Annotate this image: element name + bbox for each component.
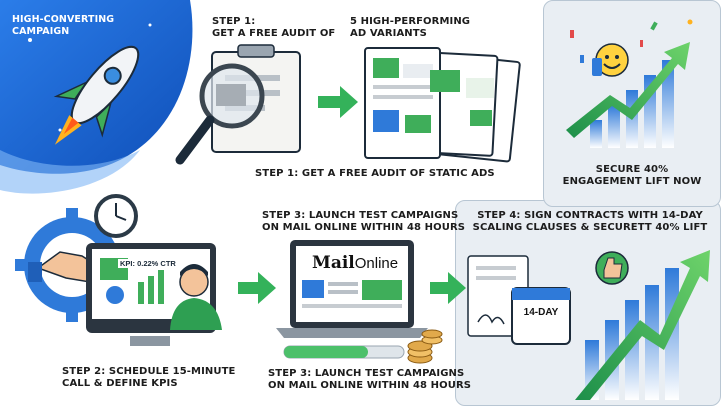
large-growth-arrow — [575, 250, 710, 400]
thumbs-up-icon — [592, 43, 629, 77]
variants-heading-line2: AD VARIANTS — [350, 28, 427, 39]
step2-heading-line2: CALL & DEFINE KPIs — [62, 378, 178, 389]
person-icon — [170, 264, 222, 330]
variants-heading: 5 HIGH-PERFORMING AD VARIANTS — [350, 16, 470, 40]
calendar-icon — [511, 287, 571, 345]
thumbs-up-icon-2 — [595, 251, 629, 285]
engagement-line1: SECURE 40% — [595, 164, 669, 175]
calendar-label: 14-DAY — [523, 307, 559, 318]
step3-heading-line2: ON MAIL ONLINE WITHIN 48 HOURS — [262, 222, 466, 233]
step1-heading-line1: STEP 1: — [212, 16, 256, 27]
step3-caption: STEP 3: LAUNCH TEST CAMPAIGNS ON MAIL ON… — [268, 368, 471, 392]
step2-heading-line1: STEP 2: SCHEDULE 15-MINUTE — [62, 366, 236, 377]
confetti — [570, 19, 693, 63]
mail-logo-bold: Mail — [312, 253, 355, 273]
clock-icon — [94, 194, 138, 238]
step3-caption-line1: STEP 3: LAUNCH TEST CAMPAIGNS — [268, 368, 465, 379]
kpi-label: KPI: 0.22% CTR — [118, 259, 178, 268]
laptop-icon — [276, 240, 428, 338]
step4-heading-line1: STEP 4: SIGN CONTRACTS WITH 14-DAY — [477, 210, 703, 221]
step1-caption-text: STEP 1: GET A FREE AUDIT OF STATIC ADS — [255, 168, 495, 179]
engagement-line2: ENGAGEMENT LIFT NOW — [562, 176, 702, 187]
variants-heading-line1: 5 HIGH-PERFORMING — [350, 16, 471, 27]
step3-heading-line1: STEP 3: LAUNCH TEST CAMPAIGNS — [262, 210, 459, 221]
step1-heading: STEP 1: GET A FREE AUDIT OF — [212, 16, 335, 40]
growth-arrow-icon — [566, 42, 690, 148]
coins-icon — [407, 329, 443, 364]
step4-heading-line2: SCALING CLAUSES & SECURETT 40% LIFT — [472, 222, 708, 233]
hero-title: HIGH-CONVERTING CAMPAIGN — [12, 14, 122, 38]
step2-heading: STEP 2: SCHEDULE 15-MINUTE CALL & DEFINE… — [62, 366, 235, 390]
magnifier-icon — [175, 63, 265, 165]
step4-heading: STEP 4: SIGN CONTRACTS WITH 14-DAY SCALI… — [465, 210, 715, 234]
ad-variants — [364, 47, 521, 163]
mail-online-logo: MailOnline — [312, 253, 398, 273]
progress-bar — [283, 345, 405, 359]
step1-caption: STEP 1: GET A FREE AUDIT OF STATIC ADS — [255, 168, 495, 180]
mail-logo-light: Online — [354, 255, 399, 272]
hero-title-line1: HIGH-CONVERTING — [12, 14, 115, 25]
step3-heading: STEP 3: LAUNCH TEST CAMPAIGNS ON MAIL ON… — [262, 210, 465, 234]
step1-heading-line2: GET A FREE AUDIT OF — [212, 28, 336, 39]
hero-title-line2: CAMPAIGN — [12, 26, 70, 37]
step3-caption-line2: ON MAIL ONLINE WITHIN 48 HOURS — [268, 380, 472, 391]
engagement-caption: SECURE 40% ENGAGEMENT LIFT NOW — [552, 164, 712, 188]
rocket-icon — [0, 0, 193, 194]
